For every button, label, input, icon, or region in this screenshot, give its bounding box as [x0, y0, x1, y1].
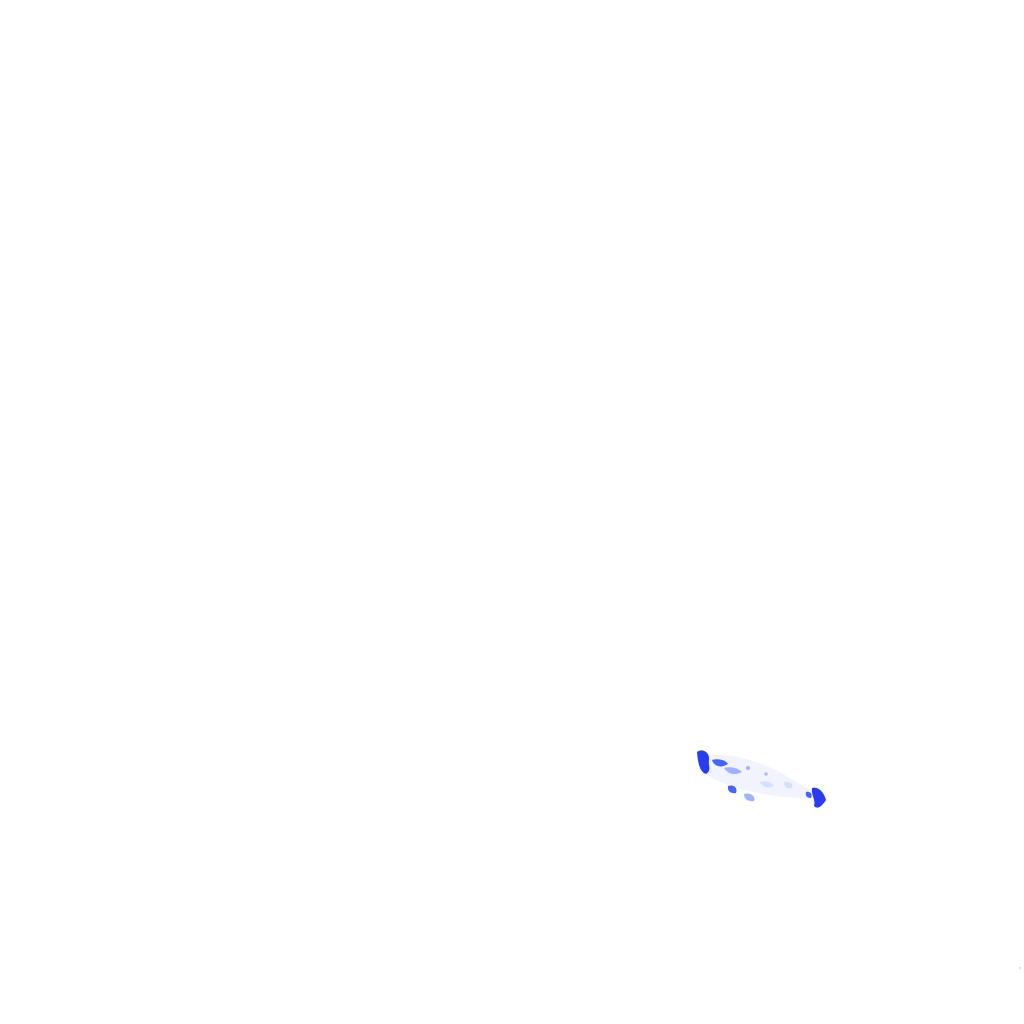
ink-blot-right: [811, 787, 826, 808]
ink-blot-right-2: [805, 791, 812, 798]
ink-blot-left-3: [724, 767, 742, 775]
ink-blot-trail-1: [727, 785, 737, 794]
ink-dot-2: [746, 766, 750, 770]
ink-blot-left: [697, 750, 710, 774]
ink-blot-trail-2: [744, 793, 755, 802]
ink-blot-trail-3: [760, 781, 774, 788]
ink-dot-3: [764, 772, 768, 776]
ink-blot-trail-4: [784, 781, 793, 789]
ink-dot-1: [718, 761, 724, 767]
ink-dot-4: [1018, 966, 1022, 970]
ink-splotch-group: [697, 750, 1022, 970]
